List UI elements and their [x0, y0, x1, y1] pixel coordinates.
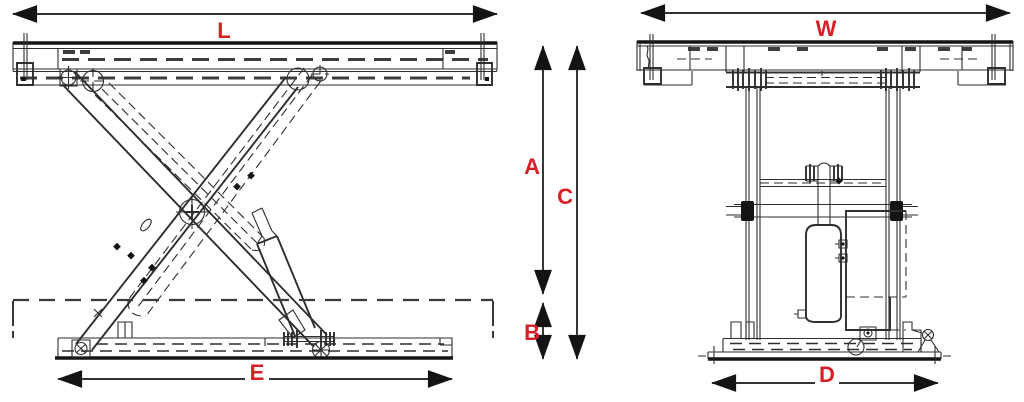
dimension-B-label: B	[524, 320, 540, 345]
base-side	[55, 321, 453, 360]
platform-side	[12, 33, 498, 94]
dimension-L: L	[12, 5, 498, 43]
rear-arm-upper	[94, 82, 266, 252]
dimension-E-label: E	[250, 360, 265, 385]
dimension-D: D	[711, 362, 939, 392]
cylinder-rod	[805, 162, 843, 225]
dimension-C: C	[557, 45, 586, 360]
dimension-E: E	[57, 360, 453, 388]
cylinder	[251, 207, 316, 337]
dimension-L-label: L	[217, 18, 230, 43]
dimension-B: B	[524, 302, 552, 360]
base-left-pivot	[71, 339, 91, 358]
dimension-W-label: W	[816, 16, 837, 41]
platform-left-bracket	[16, 33, 34, 86]
rear-arm-lower	[127, 67, 321, 317]
valve-box	[835, 210, 907, 331]
platform-end	[636, 34, 1014, 91]
base-end	[698, 321, 951, 364]
dimension-W: W	[640, 4, 1011, 41]
end-cap-left	[643, 34, 662, 85]
side-view: L	[12, 5, 498, 388]
base-roller	[847, 326, 877, 356]
platform-right-bracket	[476, 33, 493, 86]
arm-markers	[93, 171, 255, 318]
cross-tube	[726, 68, 920, 91]
centre-pivot	[140, 196, 209, 232]
height-dimensions: A B C	[524, 45, 586, 360]
dimension-A: A	[524, 45, 552, 295]
base-arm-bracket	[117, 321, 133, 339]
scissor-mechanism	[61, 67, 335, 360]
end-cap-right	[987, 34, 1006, 85]
base-left-tabs	[730, 321, 755, 338]
dimension-D-label: D	[819, 362, 835, 387]
end-view: W	[636, 4, 1014, 392]
upper-left-pivot	[57, 66, 80, 89]
base-right-bracket	[902, 321, 940, 353]
air-tank	[794, 224, 842, 323]
dimension-A-label: A	[524, 154, 540, 179]
lowered-position-dashline	[12, 298, 494, 338]
dimension-C-label: C	[557, 184, 573, 209]
